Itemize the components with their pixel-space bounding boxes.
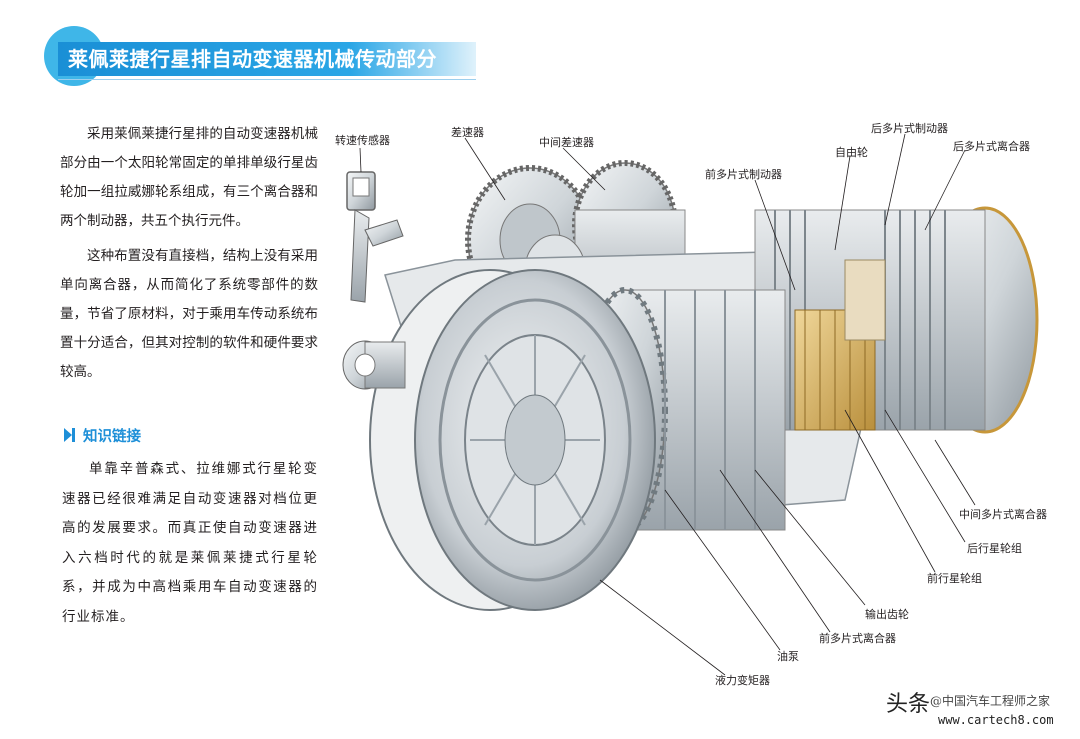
label-front-multi-plate-brake: 前多片式制动器 (705, 168, 782, 181)
knowledge-link-title: 知识链接 (83, 428, 141, 445)
label-output-gear: 输出齿轮 (865, 608, 909, 621)
watermark-platform: 头条 (886, 692, 931, 717)
title-underline (58, 79, 476, 80)
label-freewheel: 自由轮 (835, 146, 868, 159)
transmission-illustration (342, 133, 1039, 676)
label-speed-sensor: 转速传感器 (335, 134, 390, 147)
intro-text: 采用莱佩莱捷行星排的自动变速器机械部分由一个太阳轮常固定的单排单级行星齿轮加一组… (60, 120, 318, 393)
clutch-pack-assembly (754, 206, 1039, 434)
label-rear-planetary-set: 后行星轮组 (967, 542, 1022, 555)
knowledge-link-body: 单靠辛普森式、拉维娜式行星轮变速器已经很难满足自动变速器对档位更高的发展要求。而… (62, 461, 318, 625)
label-rear-multi-plate-clutch: 后多片式离合器 (953, 140, 1030, 153)
label-rear-multi-plate-brake: 后多片式制动器 (871, 122, 948, 135)
intro-paragraph-2: 这种布置没有直接档，结构上没有采用单向离合器，从而简化了系统零部件的数量，节省了… (60, 248, 318, 380)
label-differential: 差速器 (451, 126, 484, 139)
label-oil-pump: 油泵 (777, 650, 799, 663)
label-torque-converter: 液力变矩器 (715, 674, 770, 687)
torque-converter (342, 269, 656, 611)
label-middle-multi-plate-clutch: 中间多片式离合器 (959, 508, 1047, 521)
watermark-brand: @中国汽车工程师之家 (930, 694, 1051, 708)
transmission-cutaway-diagram: 转速传感器 差速器 中间差速器 前多片式制动器 自由轮 后多片式制动器 后多片式… (325, 110, 1080, 710)
leader-lines (359, 133, 976, 676)
watermark-url: www.cartech8.com (938, 713, 1054, 727)
speed-sensor (346, 171, 404, 303)
label-intermediate-differential: 中间差速器 (539, 136, 594, 149)
label-front-multi-plate-clutch: 前多片式离合器 (819, 632, 896, 645)
intro-paragraph-1: 采用莱佩莱捷行星排的自动变速器机械部分由一个太阳轮常固定的单排单级行星齿轮加一组… (60, 126, 318, 229)
title-bar (58, 42, 476, 76)
knowledge-link-heading: 知识链接 (64, 424, 141, 446)
triangle-marker-icon (64, 428, 72, 442)
bar-marker-icon (72, 428, 75, 442)
page-title: 莱佩莱捷行星排自动变速器机械传动部分 (68, 47, 437, 71)
label-front-planetary-set: 前行星轮组 (927, 572, 982, 585)
